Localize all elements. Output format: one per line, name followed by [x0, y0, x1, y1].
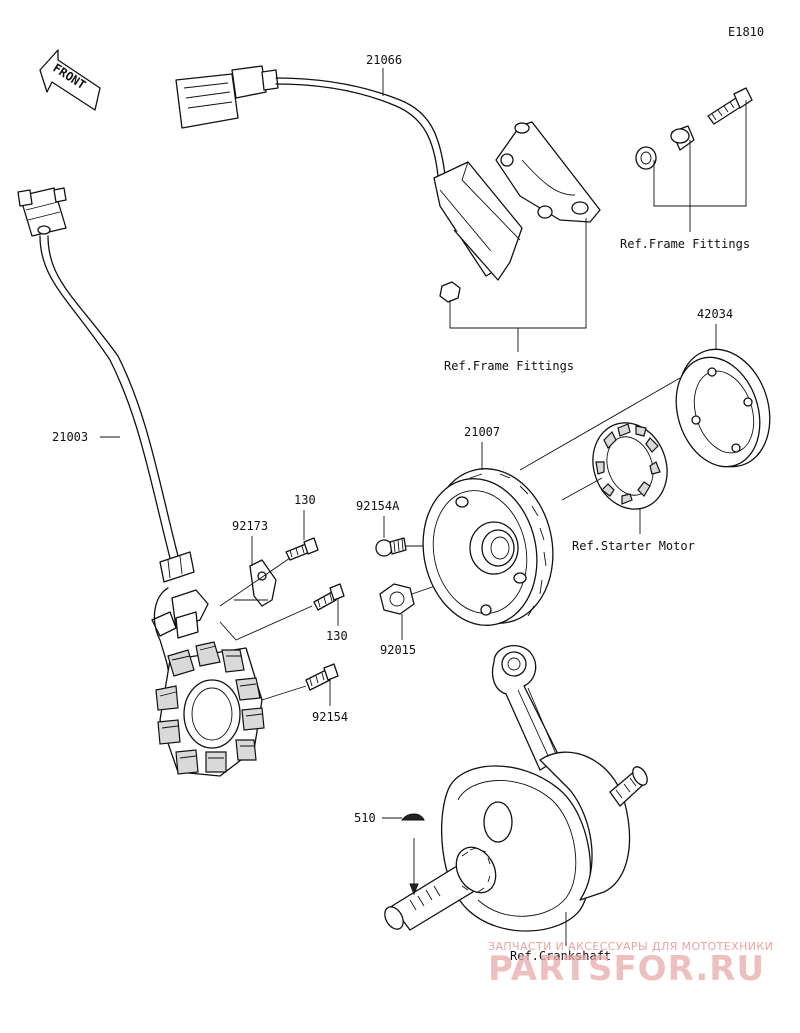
label-ref-frame-fittings-2: Ref.Frame Fittings — [444, 359, 574, 373]
clamp-plate — [249, 559, 277, 607]
label-92173: 92173 — [232, 519, 268, 533]
label-510: 510 — [354, 811, 376, 825]
label-92015: 92015 — [380, 643, 416, 657]
label-42034: 42034 — [697, 307, 733, 321]
stator-harness — [17, 187, 209, 681]
leader-arrow-510 — [409, 883, 419, 896]
nut-92015 — [379, 583, 415, 615]
regulator-rectifier — [175, 65, 601, 303]
crankshaft — [384, 645, 648, 932]
bolt-92154 — [305, 663, 339, 691]
label-130-lower: 130 — [326, 629, 348, 643]
label-21003: 21003 — [52, 430, 88, 444]
one-way-clutch — [592, 422, 668, 510]
label-21066: 21066 — [366, 53, 402, 67]
watermark-tagline: ЗАПЧАСТИ И АКСЕССУАРЫ ДЛЯ МОТОТЕХНИКИ — [488, 940, 773, 953]
label-92154: 92154 — [312, 710, 348, 724]
front-arrow-icon: FRONT — [39, 49, 101, 111]
bolt-130-lower — [313, 583, 345, 611]
watermark-brand: PARTSFOR.RU — [488, 949, 765, 989]
leader-ref-frame-1 — [653, 100, 747, 232]
frame-fitting-hardware — [635, 87, 753, 170]
label-92154a: 92154A — [356, 499, 400, 513]
bolt-92154a — [375, 537, 407, 557]
label-ref-crankshaft: Ref.Crankshaft — [510, 949, 611, 963]
stator-coil — [155, 641, 265, 777]
leader-ref-frame-2 — [449, 218, 587, 352]
woodruff-key — [400, 813, 425, 821]
label-ref-frame-fittings-1: Ref.Frame Fittings — [620, 237, 750, 251]
label-21007: 21007 — [464, 425, 500, 439]
watermark: ЗАПЧАСТИ И АКСЕССУАРЫ ДЛЯ МОТОТЕХНИКИ PA… — [488, 940, 773, 989]
label-ref-starter-motor: Ref.Starter Motor — [572, 539, 695, 553]
label-130-upper: 130 — [294, 493, 316, 507]
flywheel-rotor — [422, 468, 554, 626]
diagram-code: E1810 — [728, 25, 764, 39]
starter-clutch-ring — [675, 348, 771, 468]
bolt-130-upper — [285, 537, 319, 561]
